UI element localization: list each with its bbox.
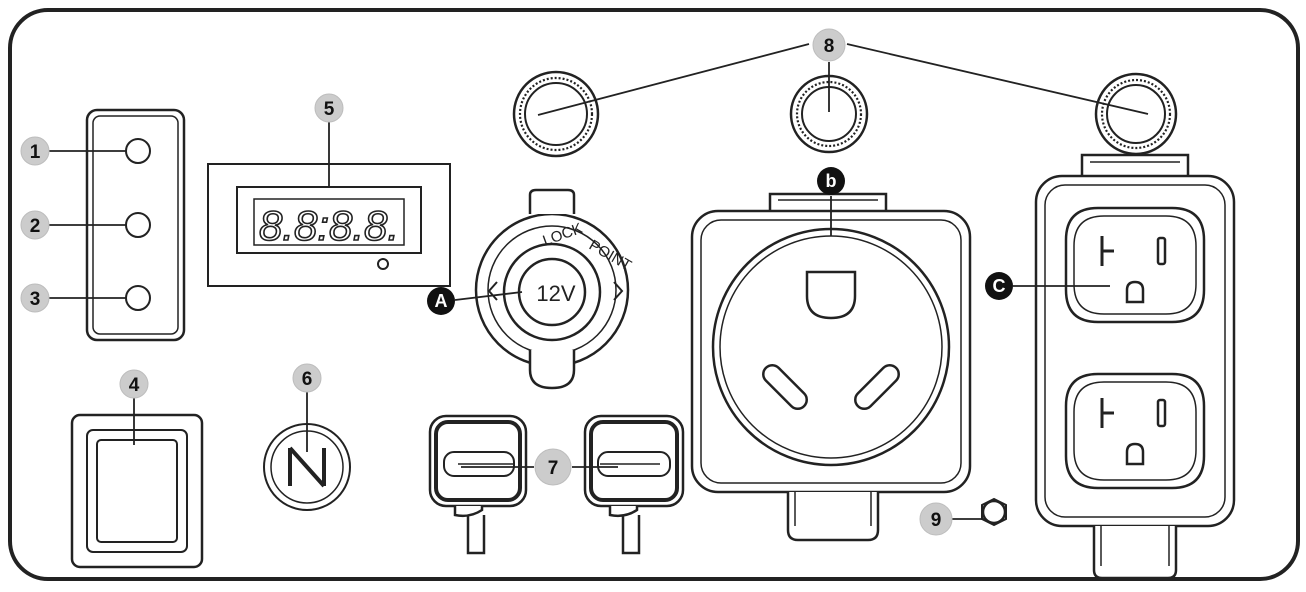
svg-text:2: 2 [30,216,41,237]
callout-8: 8 [812,28,846,62]
svg-text:5: 5 [324,99,335,120]
dc-12v-outlet[interactable]: LOCK POINT 12V [474,188,634,390]
svg-text:6: 6 [302,369,313,390]
indicator-light-1 [125,138,151,164]
display-digits: 8.8:8.8. [259,202,399,249]
usb-port-right[interactable] [583,414,685,555]
rv-outlet[interactable] [690,192,972,542]
callout-9: 9 [919,502,953,536]
callout-5: 5 [314,93,344,123]
svg-text:C: C [993,276,1006,296]
svg-text:4: 4 [129,375,140,396]
svg-text:3: 3 [30,289,41,310]
left-slot [762,364,808,410]
digital-display: 8.8:8.8. [207,163,451,287]
voltage-label: 12V [536,281,575,306]
leader-lines [47,43,1149,520]
callout-3: 3 [20,283,50,313]
svg-text:b: b [826,171,837,191]
breaker-button-1[interactable] [512,70,600,158]
callout-c: C [985,272,1013,300]
callout-1: 1 [20,136,50,166]
breaker-button-3[interactable] [1094,72,1178,156]
right-slot [854,364,900,410]
callout-b: b [817,167,845,195]
svg-text:1: 1 [30,142,41,163]
arrow-right-icon [613,281,624,301]
callout-a: A [427,287,455,315]
svg-text:A: A [435,291,448,311]
circuit-breaker[interactable] [263,423,351,511]
power-switch[interactable] [70,413,204,569]
breaker-button-2[interactable] [789,74,869,154]
svg-text:9: 9 [931,510,942,531]
breaker-symbol-icon [288,446,326,488]
callout-2: 2 [20,210,50,240]
receptacle-top[interactable] [1064,206,1206,324]
display-button-icon[interactable] [377,258,389,270]
svg-text:8: 8 [824,36,835,57]
svg-text:7: 7 [548,458,559,479]
callout-4: 4 [119,369,149,399]
callout-6: 6 [292,363,322,393]
usb-port-left[interactable] [428,414,528,555]
indicator-light-3 [125,285,151,311]
indicator-light-2 [125,212,151,238]
ground-terminal[interactable] [981,497,1007,527]
receptacle-bottom[interactable] [1064,372,1206,490]
callout-7: 7 [534,448,572,486]
ground-slot [805,270,857,320]
arrow-left-icon [487,281,498,301]
duplex-outlet[interactable] [1034,153,1236,580]
